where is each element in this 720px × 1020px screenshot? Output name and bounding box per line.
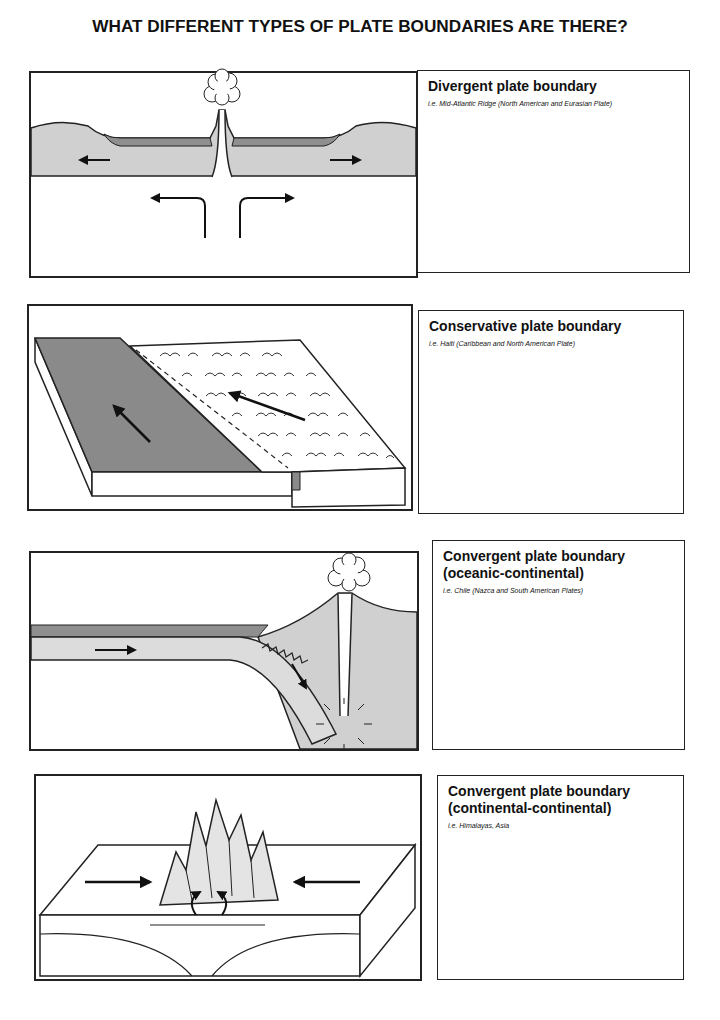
collision-illustration-part bbox=[35, 775, 421, 980]
subduction-illustration-part bbox=[31, 625, 268, 637]
subduction-illustration-part bbox=[292, 664, 306, 688]
collision-illustration-part bbox=[40, 925, 360, 976]
subduction-illustration-part bbox=[328, 553, 370, 591]
conservative-illustration-part bbox=[130, 340, 405, 472]
boundary-description-box: Divergent plate boundary i.e. Mid-Atlanti… bbox=[417, 70, 690, 273]
subduction-illustration-part bbox=[95, 649, 135, 651]
boundary-heading: Divergent plate boundary bbox=[428, 78, 679, 95]
conservative-illustration-part bbox=[92, 472, 292, 496]
divergent-illustration bbox=[30, 69, 417, 277]
collision-illustration-part bbox=[295, 881, 360, 884]
collision-illustration-part bbox=[218, 892, 226, 915]
collision-illustration-part bbox=[85, 881, 150, 884]
boundary-description-box: Conservative plate boundary i.e. Haiti (C… bbox=[418, 310, 684, 514]
subduction-illustration-part bbox=[30, 552, 418, 750]
divergent-illustration-part bbox=[204, 69, 240, 105]
conservative-illustration bbox=[28, 305, 412, 510]
conservative-illustration-part bbox=[136, 350, 288, 468]
subduction-illustration-part-part bbox=[340, 563, 358, 581]
boundary-heading: Convergent plate boundary (continental-c… bbox=[448, 783, 673, 817]
divergent-illustration-part bbox=[330, 159, 360, 161]
example-note: i.e. Chile (Nazca and South American Pla… bbox=[443, 586, 674, 595]
divergent-illustration-part bbox=[31, 110, 416, 176]
divergent-illustration-part bbox=[152, 198, 205, 238]
subduction-illustration-part bbox=[316, 698, 372, 749]
example-note: i.e. Mid-Atlantic Ridge (North American … bbox=[428, 99, 679, 108]
divergent-illustration-part bbox=[240, 198, 293, 238]
subduction-illustration-part bbox=[338, 594, 352, 716]
divergent-illustration-part bbox=[80, 159, 110, 161]
divergent-illustration-part-part bbox=[214, 80, 230, 96]
divergent-illustration-part bbox=[30, 72, 417, 277]
conservative-illustration-part bbox=[292, 472, 300, 490]
page-title: WHAT DIFFERENT TYPES OF PLATE BOUNDARIES… bbox=[8, 16, 712, 37]
divergent-illustration-part bbox=[212, 110, 232, 177]
conservative-illustration-part bbox=[160, 353, 394, 458]
divergent-illustration-part bbox=[212, 110, 232, 177]
conservative-illustration-part bbox=[230, 393, 305, 420]
subduction-illustration-part bbox=[338, 594, 352, 716]
collision-illustration-part bbox=[192, 892, 200, 915]
conservative-illustration-part bbox=[28, 305, 412, 510]
collision-illustration-part bbox=[186, 840, 254, 900]
divergent-illustration-part bbox=[232, 134, 340, 146]
conservative-illustration-part bbox=[114, 406, 150, 442]
boundary-description-box: Convergent plate boundary (continental-c… bbox=[437, 775, 684, 980]
example-note: i.e. Haiti (Caribbean and North American… bbox=[429, 339, 673, 348]
subduction-illustration-part bbox=[31, 637, 336, 744]
example-note: i.e. Himalayas, Asia bbox=[448, 821, 673, 830]
collision-illustration-part bbox=[360, 845, 415, 976]
boundary-heading: Convergent plate boundary (oceanic-conti… bbox=[443, 548, 674, 582]
subduction-illustration bbox=[30, 552, 418, 750]
subduction-illustration-part bbox=[262, 644, 308, 663]
conservative-illustration-part bbox=[292, 468, 405, 507]
collision-illustration-part bbox=[160, 800, 278, 905]
collision-illustration bbox=[35, 775, 421, 980]
divergent-illustration-part bbox=[104, 134, 212, 146]
boundary-heading: Conservative plate boundary bbox=[429, 318, 673, 335]
collision-illustration-part bbox=[40, 915, 360, 976]
boundary-description-box: Convergent plate boundary (oceanic-conti… bbox=[432, 540, 685, 750]
